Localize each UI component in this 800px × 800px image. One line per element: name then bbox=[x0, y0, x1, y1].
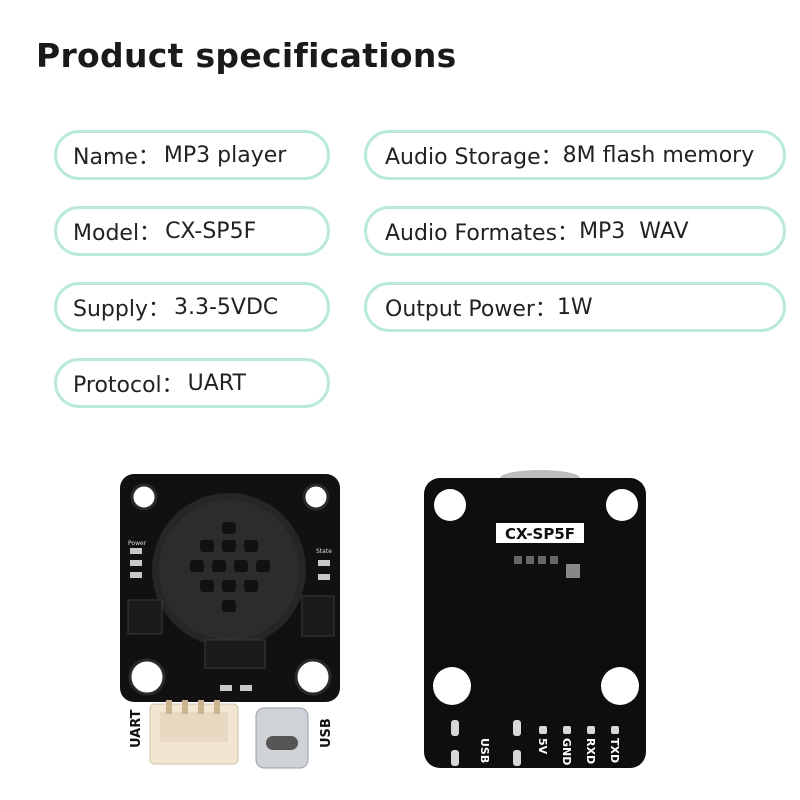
spec-storage: Audio Storage： 8M flash memory bbox=[364, 130, 786, 180]
spec-protocol: Protocol： UART bbox=[54, 358, 330, 408]
uart-connector bbox=[149, 700, 239, 765]
spec-protocol-label: Protocol： bbox=[73, 373, 184, 398]
state-silkscreen: State bbox=[316, 548, 332, 555]
spec-formats: Audio Formates： MP3 WAV bbox=[364, 206, 786, 256]
power-silkscreen: Power bbox=[128, 540, 147, 547]
spec-power: Output Power： 1W bbox=[364, 282, 786, 332]
spec-power-label: Output Power： bbox=[385, 297, 557, 322]
pin-txd: TXD bbox=[608, 738, 621, 763]
back-board: CX-SP5F USB 5V GND RXD TXD bbox=[424, 470, 646, 768]
spec-storage-label: Audio Storage： bbox=[385, 145, 563, 170]
spec-power-value: 1W bbox=[556, 294, 593, 320]
usb-silkscreen: USB bbox=[319, 718, 334, 748]
pin-gnd: GND bbox=[560, 738, 573, 765]
front-board: Power State UART USB bbox=[120, 474, 340, 769]
spec-formats-label: Audio Formates： bbox=[385, 221, 580, 246]
spec-supply-label: Supply： bbox=[73, 297, 170, 322]
spec-supply: Supply： 3.3-5VDC bbox=[54, 282, 330, 332]
spec-model: Model： CX-SP5F bbox=[54, 206, 330, 256]
usb-c-port bbox=[255, 707, 309, 769]
page-title: Product specifications bbox=[36, 36, 457, 75]
spec-protocol-value: UART bbox=[187, 370, 246, 396]
model-silkscreen: CX-SP5F bbox=[505, 525, 575, 543]
spec-name-value: MP3 player bbox=[163, 142, 287, 168]
spec-name-label: Name： bbox=[73, 145, 160, 170]
spec-model-label: Model： bbox=[73, 221, 162, 246]
spec-supply-value: 3.3-5VDC bbox=[173, 294, 279, 320]
spec-formats-value: MP3 WAV bbox=[579, 218, 689, 244]
spec-storage-value: 8M flash memory bbox=[562, 142, 755, 168]
pin-rxd: RXD bbox=[584, 738, 597, 764]
spec-name: Name： MP3 player bbox=[54, 130, 330, 180]
speaker bbox=[152, 493, 306, 647]
spec-model-value: CX-SP5F bbox=[165, 218, 257, 244]
back-usb-silkscreen: USB bbox=[478, 738, 491, 763]
pin-5v: 5V bbox=[536, 738, 549, 755]
uart-silkscreen: UART bbox=[129, 709, 144, 748]
